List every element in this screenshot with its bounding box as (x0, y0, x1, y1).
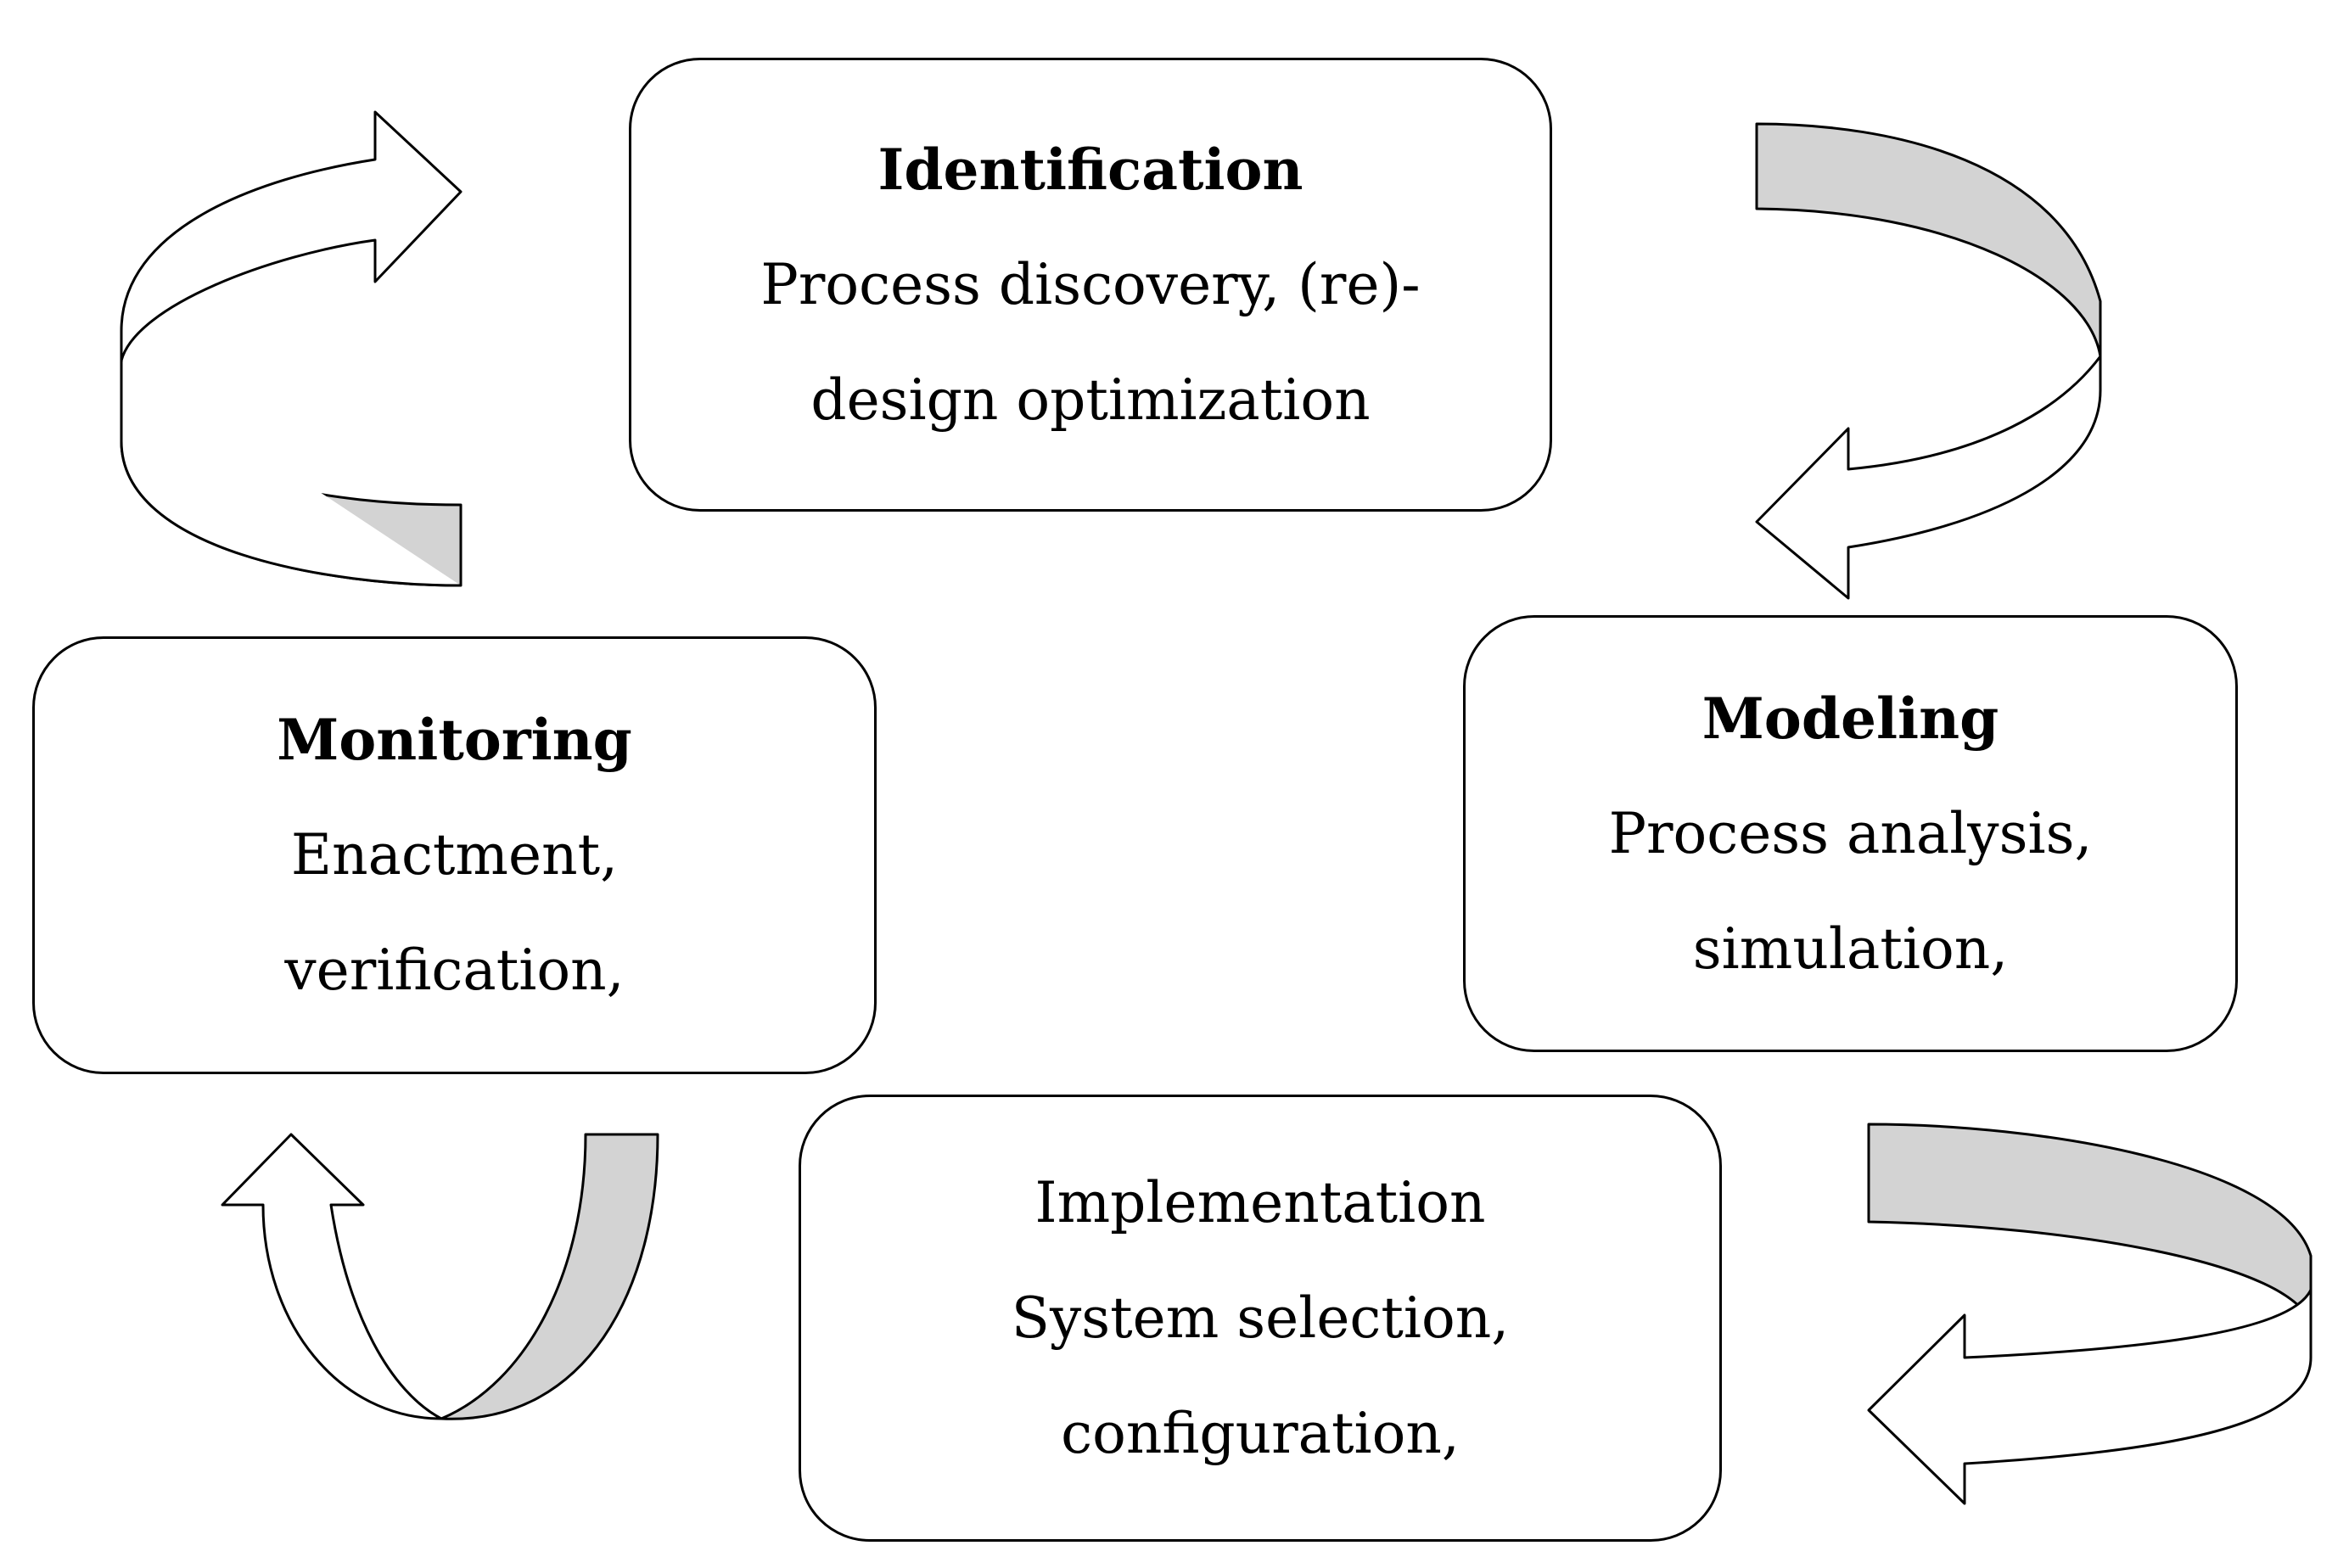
curved-arrow-icon (221, 1133, 659, 1420)
stage-description-line: simulation, (1692, 916, 2009, 982)
stage-title: Modeling (1701, 685, 1999, 752)
stage-description-line: System selection, (1011, 1285, 1510, 1351)
curved-arrow-icon (120, 110, 463, 587)
curved-arrow-icon (1755, 122, 2102, 600)
stage-modeling: Modeling Process analysis, simulation, (1463, 615, 2238, 1052)
stage-title: Implementation (1034, 1169, 1486, 1235)
stage-title: Identification (877, 136, 1303, 203)
stage-implementation: Implementation System selection, configu… (799, 1095, 1722, 1542)
curved-arrow-icon (1867, 1123, 2313, 1505)
stage-description-line: verification, (284, 938, 625, 1003)
stage-description-line: Enactment, (290, 822, 619, 888)
stage-description-line: Process analysis, (1608, 800, 2093, 866)
stage-title: Monitoring (277, 707, 632, 773)
stage-description-line: configuration, (1061, 1400, 1460, 1466)
stage-monitoring: Monitoring Enactment, verification, (32, 636, 877, 1074)
stage-description-line: Process discovery, (re)- (760, 251, 1421, 317)
stage-identification: Identification Process discovery, (re)- … (629, 58, 1552, 512)
stage-description-line: design optimization (810, 367, 1371, 433)
